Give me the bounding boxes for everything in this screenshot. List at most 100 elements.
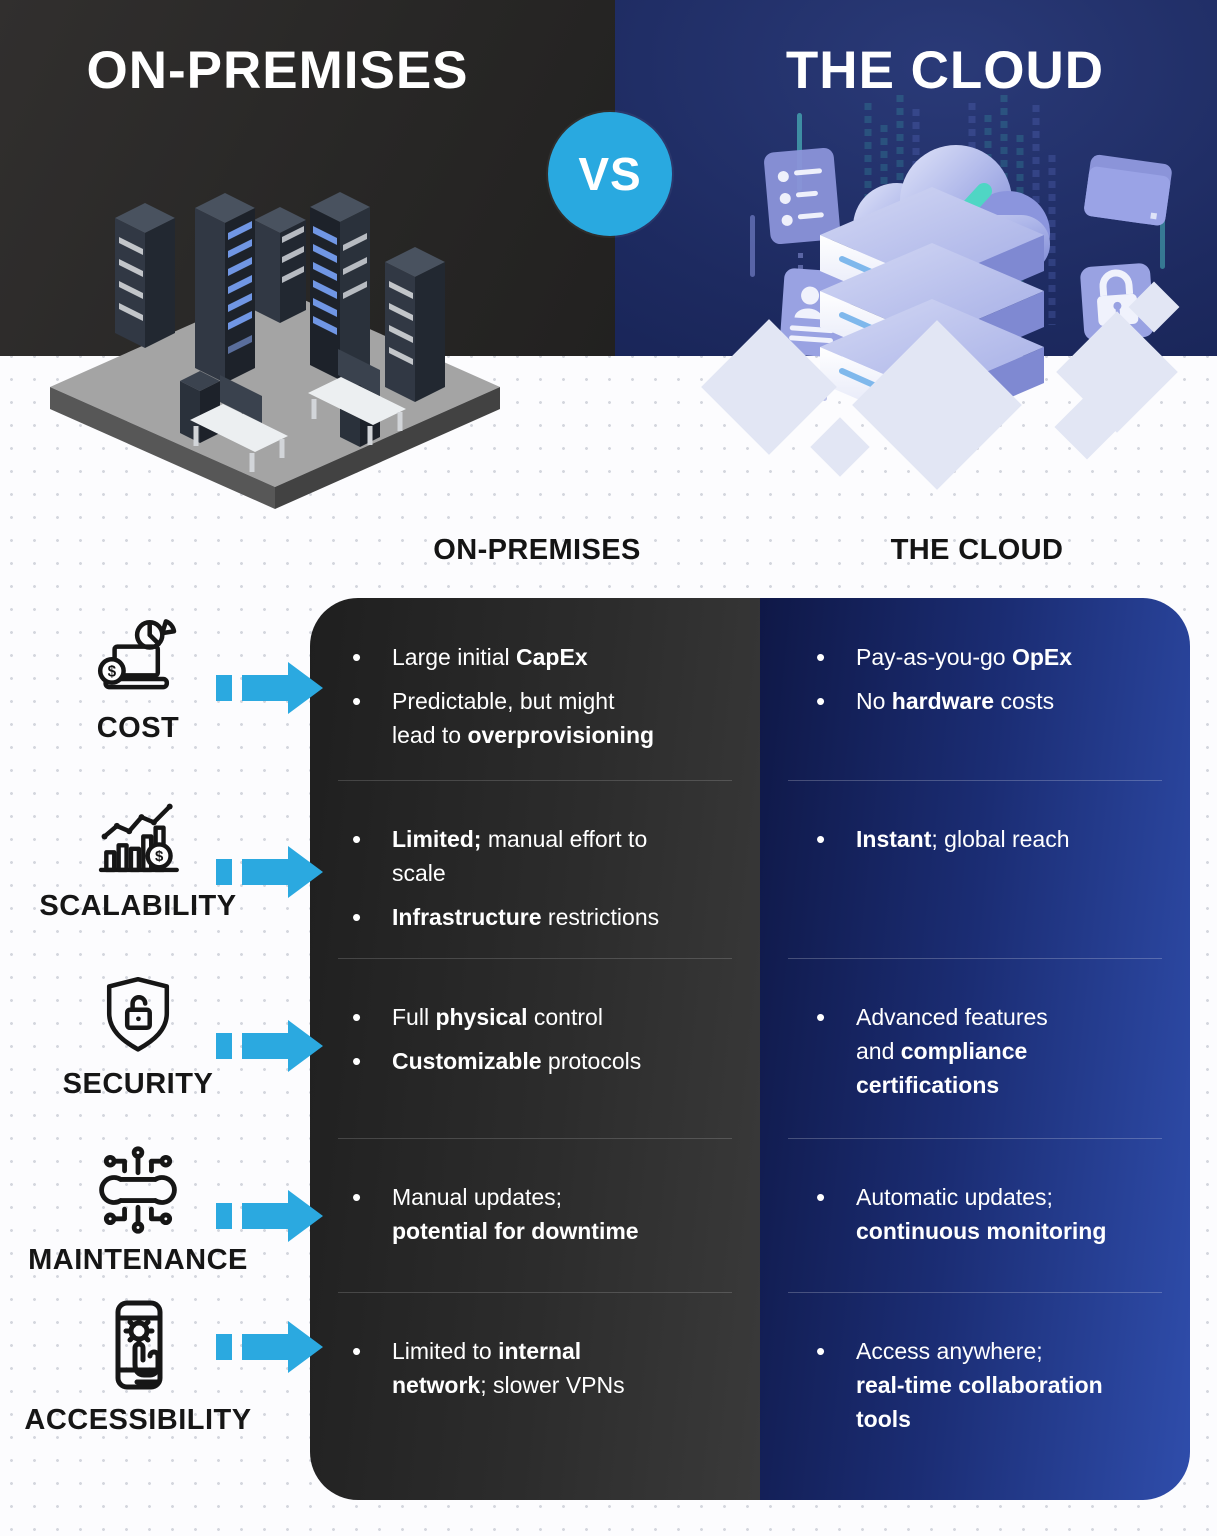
- bullet-text: Infrastructure restrictions: [392, 904, 660, 930]
- bullet-dot: •: [816, 1336, 826, 1366]
- row-rail-maintenance: MAINTENANCE: [0, 1138, 323, 1292]
- row-label-cost: COST: [96, 712, 180, 744]
- row-rail-cost: $ COST: [0, 598, 323, 780]
- bullet-item: • Large initial CapEx: [352, 640, 736, 674]
- bullet-text: Instant; global reach: [856, 826, 1070, 852]
- bullet-dot: •: [816, 642, 826, 672]
- bullet-dot: •: [352, 686, 362, 716]
- lock-icon: [1080, 263, 1154, 341]
- row-rail-accessibility: ACCESSIBILITY: [0, 1292, 323, 1500]
- arrow-right-icon: [216, 662, 323, 714]
- row-divider: [338, 958, 732, 959]
- bullet-text: Large initial CapEx: [392, 644, 588, 670]
- panel-cell: • Limited; manual effort to scale • Infrast…: [310, 780, 760, 958]
- row-rail-scalability: $ SCALABILITY: [0, 780, 323, 958]
- arrow-right-icon: [216, 1321, 323, 1373]
- column-header-onpremises: ON-PREMISES: [433, 534, 641, 566]
- cloud-illustration: [701, 95, 1180, 490]
- bullet-dot: •: [352, 1336, 362, 1366]
- bullet-item: • Access anywhere; real-time collaboratio…: [816, 1334, 1168, 1436]
- row-divider: [338, 780, 732, 781]
- row-divider: [338, 1138, 732, 1139]
- bullet-dot: •: [352, 824, 362, 854]
- hero-onpremises-panel: [0, 0, 615, 356]
- row-label-maintenance: MAINTENANCE: [28, 1244, 248, 1276]
- bullet-item: • Infrastructure restrictions: [352, 900, 736, 934]
- server-rack: [254, 207, 306, 323]
- panel-cell: • Full physical control • Customizable prot…: [310, 958, 760, 1138]
- bullet-text: Limited to internal network; slower VPNs: [392, 1338, 625, 1398]
- workstation-desk: [190, 375, 288, 472]
- cost-icon: $: [97, 619, 177, 690]
- bullet-item: • Limited to internal network; slower VPN…: [352, 1334, 736, 1402]
- bullet-dot: •: [352, 902, 362, 932]
- row-label-scalability: SCALABILITY: [39, 890, 237, 922]
- accessibility-icon: [115, 1300, 163, 1390]
- vs-badge: VS: [548, 112, 672, 236]
- bullet-item: • No hardware costs: [816, 684, 1168, 718]
- panel-cell: • Access anywhere; real-time collaboratio…: [760, 1292, 1190, 1500]
- bullet-dot: •: [816, 686, 826, 716]
- hero-title-onpremises: ON-PREMISES: [86, 41, 469, 100]
- bullet-text: Manual updates; potential for downtime: [392, 1184, 639, 1244]
- row-label-security: SECURITY: [62, 1068, 214, 1100]
- bullet-item: • Advanced features and compliance certif…: [816, 1000, 1168, 1102]
- bullet-text: Full physical control: [392, 1004, 603, 1030]
- bullet-dot: •: [352, 1182, 362, 1212]
- bullet-text: Customizable protocols: [392, 1048, 642, 1074]
- panel-cell: • Advanced features and compliance certif…: [760, 958, 1190, 1138]
- server-rack: [310, 192, 370, 380]
- onpremises-panel: • Large initial CapEx • Predictable, but mi…: [310, 598, 760, 1500]
- document-icon: [764, 147, 841, 245]
- bullet-item: • Manual updates; potential for downtime: [352, 1180, 736, 1248]
- panel-cell: • Large initial CapEx • Predictable, but mi…: [310, 598, 760, 780]
- arrow-right-icon: [216, 1190, 323, 1242]
- column-header-cloud: THE CLOUD: [890, 534, 1064, 566]
- row-label-accessibility: ACCESSIBILITY: [24, 1404, 252, 1436]
- bullet-text: Pay-as-you-go OpEx: [856, 644, 1073, 670]
- arrow-right-icon: [216, 1020, 323, 1072]
- row-divider: [788, 958, 1162, 959]
- bullet-item: • Limited; manual effort to scale: [352, 822, 736, 890]
- bullet-dot: •: [816, 1182, 826, 1212]
- folder-icon: [1084, 154, 1172, 226]
- panel-cell: • Automatic updates; continuous monitorin…: [760, 1138, 1190, 1292]
- row-divider: [788, 1292, 1162, 1293]
- row-divider: [788, 1138, 1162, 1139]
- row-divider: [788, 780, 1162, 781]
- bullet-dot: •: [816, 1002, 826, 1032]
- arrow-right-icon: [216, 846, 323, 898]
- panel-cell: • Limited to internal network; slower VPN…: [310, 1292, 760, 1500]
- bullet-text: Limited; manual effort to scale: [392, 826, 648, 886]
- security-icon: [106, 976, 170, 1052]
- bullet-text: Predictable, but might lead to overprovi…: [392, 688, 655, 748]
- server-rack: [195, 193, 255, 383]
- bullet-text: No hardware costs: [856, 688, 1055, 714]
- row-divider: [338, 1292, 732, 1293]
- bullet-text: Advanced features and compliance certifi…: [856, 1004, 1048, 1098]
- bullet-dot: •: [352, 1002, 362, 1032]
- maintenance-icon: [99, 1146, 177, 1234]
- panel-cell: • Manual updates; potential for downtime: [310, 1138, 760, 1292]
- bullet-item: • Full physical control: [352, 1000, 736, 1034]
- server-rack: [115, 203, 175, 348]
- bullet-dot: •: [352, 642, 362, 672]
- panel-cell: • Instant; global reach: [760, 780, 1190, 958]
- bullet-item: • Customizable protocols: [352, 1044, 736, 1078]
- bullet-item: • Automatic updates; continuous monitorin…: [816, 1180, 1168, 1248]
- server-rack: [385, 247, 445, 402]
- bullet-item: • Instant; global reach: [816, 822, 1168, 856]
- panel-cell: • Pay-as-you-go OpEx • No hardware costs: [760, 598, 1190, 780]
- bullet-dot: •: [352, 1046, 362, 1076]
- svg-text:$: $: [108, 663, 117, 680]
- cloud-panel: • Pay-as-you-go OpEx • No hardware costs • I…: [760, 598, 1190, 1500]
- workstation-desk: [308, 349, 406, 445]
- bullet-dot: •: [816, 824, 826, 854]
- row-rail-security: SECURITY: [0, 958, 323, 1138]
- bullet-text: Access anywhere; real-time collaboration…: [856, 1338, 1103, 1432]
- bullet-item: • Pay-as-you-go OpEx: [816, 640, 1168, 674]
- bullet-text: Automatic updates; continuous monitoring: [856, 1184, 1107, 1244]
- server-room-illustration: [50, 192, 500, 509]
- hero-title-cloud: THE CLOUD: [785, 41, 1105, 100]
